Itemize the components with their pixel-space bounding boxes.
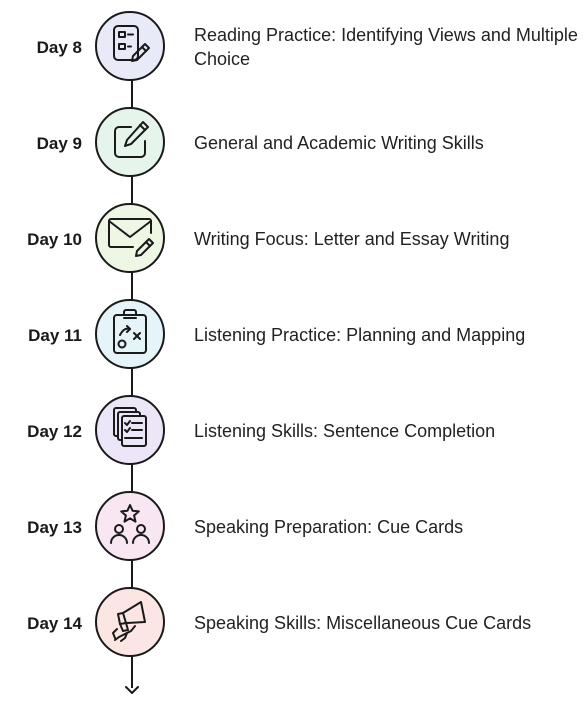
step-icon-circle: [95, 299, 165, 369]
step-icon-circle: [95, 107, 165, 177]
day-label: Day 8: [36, 38, 82, 57]
step-title: Reading Practice: Identifying Views and …: [194, 25, 578, 69]
step-title: Listening Practice: Planning and Mapping: [194, 325, 526, 345]
timeline-step: Day 11 Listening Practice: Planning and …: [0, 296, 588, 376]
timeline-step: Day 12 Listening Skills: Sentence Comple…: [0, 392, 588, 472]
megaphone-hand-icon: [112, 601, 146, 642]
day-label: Day 9: [36, 134, 82, 153]
checklist-pencil-icon: [113, 25, 150, 62]
step-icon-circle: [95, 203, 165, 273]
day-label: Day 14: [27, 614, 82, 633]
step-title: Speaking Preparation: Cue Cards: [194, 517, 464, 537]
edit-note-icon: [114, 121, 149, 158]
timeline-step: Day 14 Speaking Skills: Miscellaneous Cu…: [0, 584, 588, 664]
timeline-step: Day 9 General and Academic Writing Skill…: [0, 104, 588, 184]
step-title: Speaking Skills: Miscellaneous Cue Cards: [194, 613, 532, 633]
timeline-step: Day 10 Writing Focus: Letter and Essay W…: [0, 200, 588, 280]
clipboard-strategy-icon: [113, 309, 147, 354]
step-icon-circle: [95, 11, 165, 81]
timeline-step: Day 13 Speaking Preparation: Cue Cards: [0, 488, 588, 568]
group-star-icon: [110, 504, 150, 544]
step-title: General and Academic Writing Skills: [194, 133, 484, 153]
day-label: Day 13: [27, 518, 82, 537]
step-icon-circle: [95, 587, 165, 657]
step-title: Listening Skills: Sentence Completion: [194, 421, 496, 441]
step-icon-circle: [95, 491, 165, 561]
step-icon-circle: [95, 395, 165, 465]
day-label: Day 11: [28, 326, 82, 345]
step-title: Writing Focus: Letter and Essay Writing: [194, 229, 510, 249]
day-label: Day 10: [27, 230, 82, 249]
day-label: Day 12: [27, 422, 82, 441]
timeline-step: Day 8 Reading Practice: Identifying View…: [0, 8, 588, 88]
document-stack-icon: [113, 407, 147, 447]
arrow-down-icon: [125, 686, 139, 694]
envelope-pencil-icon: [108, 218, 154, 257]
